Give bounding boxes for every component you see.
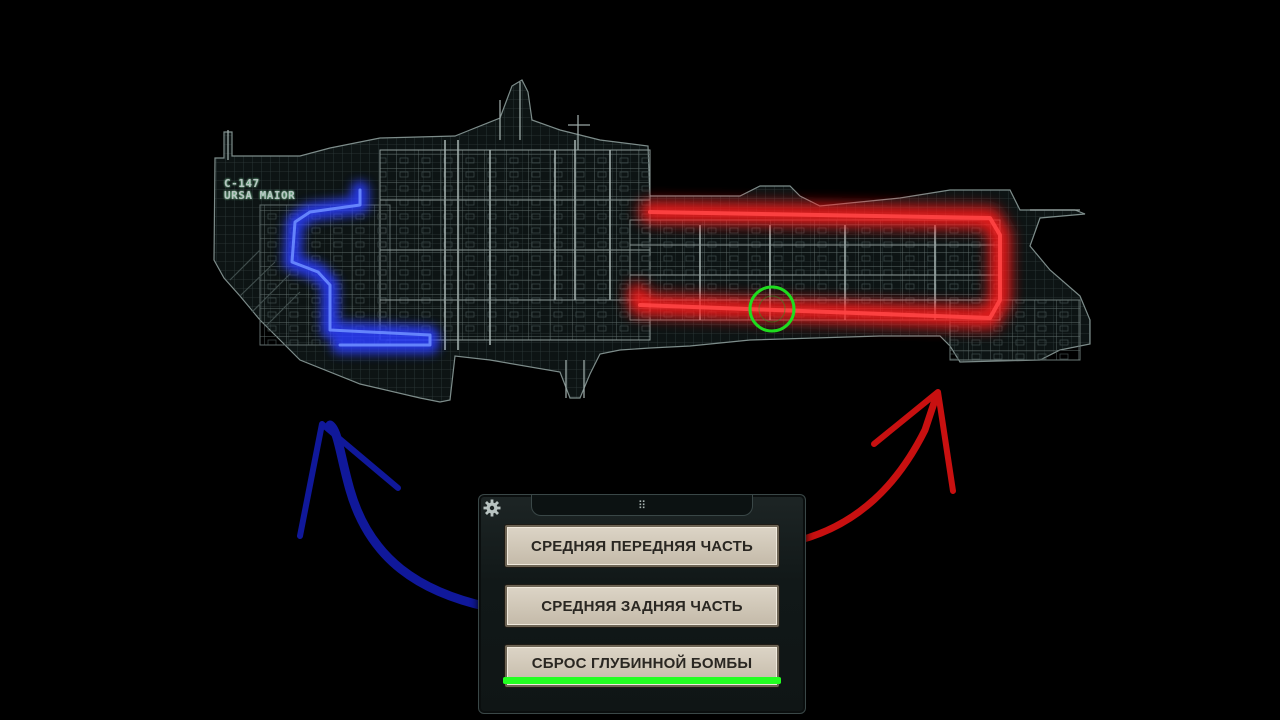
- progress-fill: [503, 677, 781, 684]
- button-label: СРЕДНЯЯ ЗАДНЯЯ ЧАСТЬ: [541, 597, 743, 615]
- hull-code-label: C-147: [224, 177, 260, 190]
- mid-forward-section-button[interactable]: СРЕДНЯЯ ПЕРЕДНЯЯ ЧАСТЬ: [505, 525, 779, 567]
- depth-charge-target-marker: [748, 285, 796, 333]
- hull-name-label: URSA MAIOR: [224, 189, 296, 202]
- panel-drag-handle[interactable]: ⠿: [531, 495, 753, 516]
- depth-charge-progress-bar: [503, 677, 781, 684]
- depth-charge-panel: ⠿ СРЕДНЯЯ ПЕРЕДНЯЯ ЧАСТЬ СРЕДНЯЯ ЗАДНЯЯ …: [478, 494, 806, 714]
- button-label: СБРОС ГЛУБИННОЙ БОМБЫ: [531, 654, 753, 672]
- button-label: СРЕДНЯЯ ПЕРЕДНЯЯ ЧАСТЬ: [531, 537, 753, 555]
- mid-aft-section-button[interactable]: СРЕДНЯЯ ЗАДНЯЯ ЧАСТЬ: [505, 585, 779, 627]
- gear-icon[interactable]: [482, 498, 502, 518]
- drag-handle-icon: ⠿: [637, 499, 647, 512]
